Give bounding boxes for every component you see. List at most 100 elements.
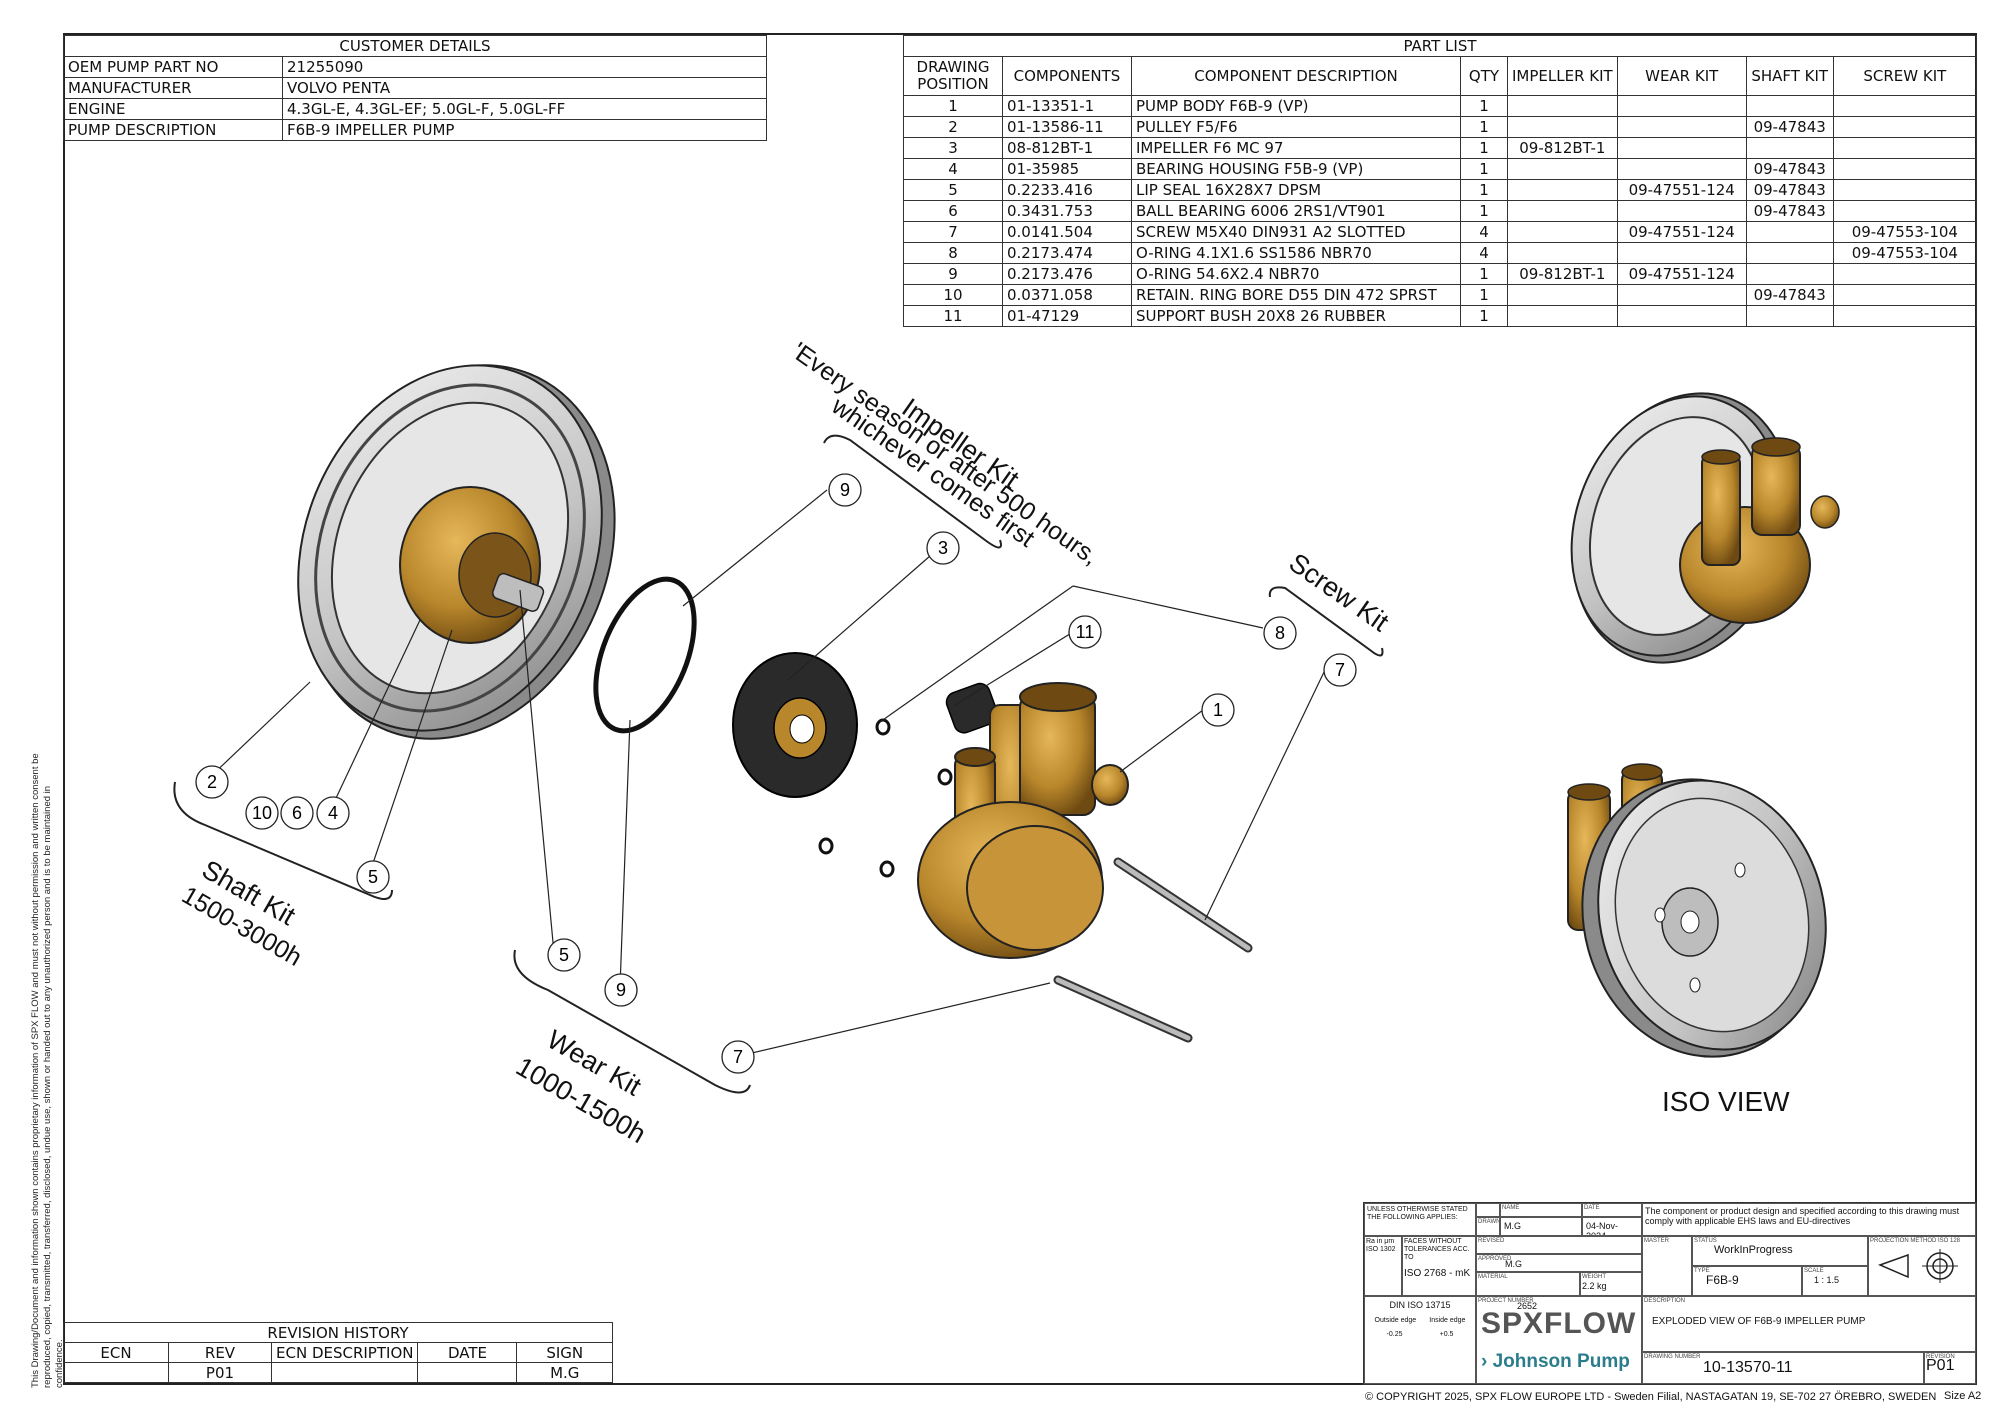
part-cell-qty: 1	[1460, 305, 1508, 327]
material-label-text: MATERIAL	[1478, 1274, 1508, 1280]
compliance-note: The component or product design and spec…	[1642, 1203, 1976, 1236]
kit-brackets	[173, 434, 1384, 1094]
revision-col-rev: REV	[168, 1342, 272, 1363]
customer-value: VOLVO PENTA	[282, 77, 767, 99]
small-o-ring-part	[875, 718, 891, 736]
col-description: COMPONENT DESCRIPTION	[1131, 56, 1461, 96]
johnson-pump-text: Johnson Pump	[1492, 1351, 1630, 1372]
tb-blank	[1476, 1203, 1500, 1217]
callout-number: 1	[1213, 700, 1223, 720]
type-value: F6B-9	[1706, 1273, 1739, 1287]
part-cell-screw	[1832, 305, 1978, 327]
revision-rev: P01	[168, 1362, 272, 1383]
callout-bubble	[280, 796, 314, 830]
revised-label: REVISED	[1476, 1236, 1642, 1254]
iso-view-label: ISO VIEW	[1662, 1086, 1790, 1117]
callout-number: 7	[1335, 660, 1345, 680]
revision-ecn	[63, 1362, 169, 1383]
callout-bubble	[356, 860, 390, 894]
revision-col-sign: SIGN	[516, 1342, 613, 1363]
name-label-text: NAME	[1502, 1205, 1520, 1211]
screw-kit-title: Screw Kit	[1284, 547, 1395, 637]
projection-cell: PROJECTION METHOD ISO 128	[1868, 1236, 1976, 1296]
revision-history-title: REVISION HISTORY	[63, 1322, 613, 1343]
callout-number: 9	[840, 480, 850, 500]
part-cell-pos: 11	[903, 305, 1003, 327]
part-cell-comp: 01-47129	[1002, 305, 1132, 327]
approved-name: M.G	[1505, 1259, 1522, 1269]
drawn-name: M.G	[1500, 1217, 1582, 1236]
part-list-title: PART LIST	[903, 35, 1977, 57]
part-cell-comp: 08-812BT-1	[1002, 137, 1132, 159]
part-cell-desc: SCREW M5X40 DIN931 A2 SLOTTED	[1131, 221, 1461, 243]
johnson-pump-logo: › Johnson Pump	[1481, 1351, 1630, 1372]
part-cell-screw: 09-47553-104	[1832, 221, 1978, 243]
drawn-label: DRAWN	[1476, 1217, 1500, 1236]
din-text: DIN ISO 13715	[1389, 1300, 1451, 1310]
revision-col-date: DATE	[417, 1342, 518, 1363]
callout-bubble	[1201, 693, 1235, 727]
screw-part	[1053, 857, 1253, 1043]
revision-desc	[270, 1362, 419, 1383]
part-cell-comp: 0.2233.416	[1002, 179, 1132, 201]
part-cell-desc: O-RING 54.6X2.4 NBR70	[1131, 263, 1461, 285]
date-label: DATE	[1582, 1203, 1642, 1217]
confidentiality-note: This Drawing/Document and information sh…	[30, 753, 65, 1388]
callout-bubble	[316, 796, 350, 830]
spxflow-logo: SPXFLOW	[1481, 1307, 1637, 1340]
callout-bubble	[547, 938, 581, 972]
small-o-ring-part	[937, 768, 953, 786]
callout-bubble	[245, 796, 279, 830]
customer-label: OEM PUMP PART NO	[63, 56, 283, 78]
part-cell-desc: BALL BEARING 6006 2RS1/VT901	[1131, 200, 1461, 222]
project-label-text: PROJECT NUMBER	[1478, 1298, 1534, 1304]
revised-label-text: REVISED	[1478, 1238, 1505, 1244]
part-cell-desc: BEARING HOUSING F5B-9 (VP)	[1131, 158, 1461, 180]
drawing-number: 10-13570-11	[1703, 1359, 1793, 1376]
table-row: OEM PUMP PART NO 21255090	[63, 56, 767, 78]
approved-label-text: APPROVED	[1478, 1256, 1512, 1262]
col-qty: QTY	[1460, 56, 1508, 96]
iso-view-bottom	[1567, 763, 1827, 1058]
callout-number: 2	[207, 772, 217, 792]
part-cell-imp: 09-812BT-1	[1507, 263, 1618, 285]
faces-text: FACES WITHOUT TOLERANCES ACC. TO	[1404, 1238, 1470, 1261]
callout-number: 6	[292, 803, 302, 823]
col-shaft-kit: SHAFT KIT	[1745, 56, 1834, 96]
part-cell-comp: 01-13586-11	[1002, 116, 1132, 138]
leader-lines	[206, 489, 1326, 1058]
part-cell-comp: 0.3431.753	[1002, 200, 1132, 222]
callout-bubble	[926, 531, 960, 565]
weight-value: 2.2 kg	[1582, 1281, 1607, 1291]
part-cell-qty: 1	[1460, 95, 1508, 117]
callout-bubble	[721, 1040, 755, 1074]
part-cell-wear: 09-47551-124	[1616, 263, 1747, 285]
name-label: NAME	[1500, 1203, 1582, 1217]
revision-sign: M.G	[516, 1362, 613, 1383]
part-cell-desc: IMPELLER F6 MC 97	[1131, 137, 1461, 159]
description-cell: DESCRIPTION EXPLODED VIEW OF F6B-9 IMPELL…	[1642, 1296, 1976, 1352]
description-value: EXPLODED VIEW OF F6B-9 IMPELLER PUMP	[1652, 1316, 1866, 1327]
callout-number: 8	[1275, 623, 1285, 643]
date-label-text: DATE	[1584, 1205, 1600, 1211]
customer-value: F6B-9 IMPELLER PUMP	[282, 119, 767, 141]
callout-number: 7	[733, 1047, 743, 1067]
description-label-text: DESCRIPTION	[1644, 1298, 1686, 1304]
callout-number: 10	[252, 803, 272, 823]
status-value: WorkInProgress	[1714, 1244, 1793, 1256]
